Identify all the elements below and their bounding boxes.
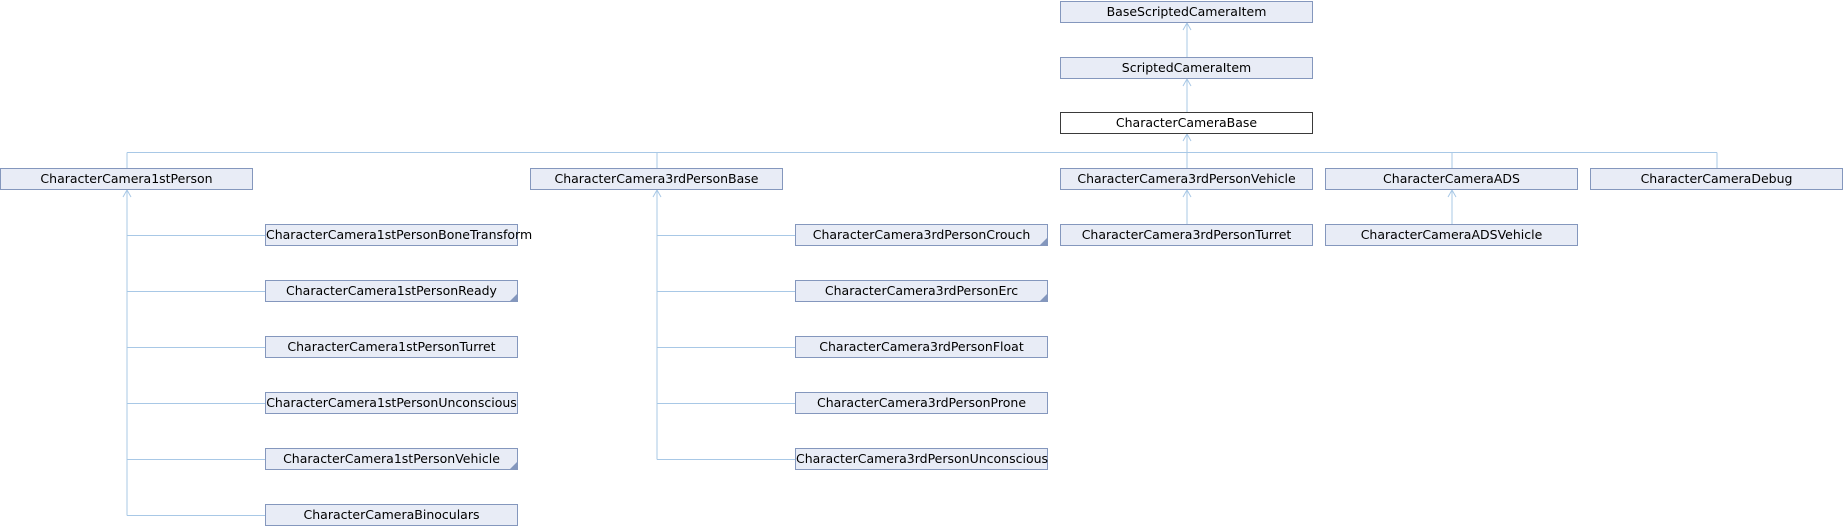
class-node-cc-3rd-uncon[interactable]: CharacterCamera3rdPersonUnconscious [795,448,1048,470]
class-node-cc-1st-turret[interactable]: CharacterCamera1stPersonTurret [265,336,518,358]
class-node-cc-3rd-vehicle[interactable]: CharacterCamera3rdPersonVehicle [1060,168,1313,190]
class-node-scripted[interactable]: ScriptedCameraItem [1060,57,1313,79]
arrowhead-cc-3rd-vehicle [1182,188,1192,198]
class-node-cc-3rd-base[interactable]: CharacterCamera3rdPersonBase [530,168,783,190]
arrowhead-base-scripted [1182,21,1192,31]
class-node-cc-3rd-prone[interactable]: CharacterCamera3rdPersonProne [795,392,1048,414]
class-node-cc-3rd-crouch[interactable]: CharacterCamera3rdPersonCrouch [795,224,1048,246]
class-node-cc-ads-vehicle[interactable]: CharacterCameraADSVehicle [1325,224,1578,246]
class-node-cc-1st-bone[interactable]: CharacterCamera1stPersonBoneTransform [265,224,532,246]
arrowhead-cc-1st [122,188,132,198]
class-node-cc-1st[interactable]: CharacterCamera1stPerson [0,168,253,190]
class-node-base-scripted[interactable]: BaseScriptedCameraItem [1060,1,1313,23]
arrowhead-cc-3rd-base [652,188,662,198]
class-node-cc-3rd-erc[interactable]: CharacterCamera3rdPersonErc [795,280,1048,302]
class-node-cc-3rd-float[interactable]: CharacterCamera3rdPersonFloat [795,336,1048,358]
class-node-cc-1st-uncon[interactable]: CharacterCamera1stPersonUnconscious [265,392,518,414]
arrowhead-cc-base [1182,132,1192,142]
class-node-cc-ads[interactable]: CharacterCameraADS [1325,168,1578,190]
class-node-cc-binoculars[interactable]: CharacterCameraBinoculars [265,504,518,526]
class-node-cc-debug[interactable]: CharacterCameraDebug [1590,168,1843,190]
class-node-cc-3rd-turret[interactable]: CharacterCamera3rdPersonTurret [1060,224,1313,246]
arrowhead-cc-ads [1447,188,1457,198]
class-node-cc-base: CharacterCameraBase [1060,112,1313,134]
class-node-cc-1st-vehicle[interactable]: CharacterCamera1stPersonVehicle [265,448,518,470]
class-node-cc-1st-ready[interactable]: CharacterCamera1stPersonReady [265,280,518,302]
arrowhead-scripted [1182,77,1192,87]
